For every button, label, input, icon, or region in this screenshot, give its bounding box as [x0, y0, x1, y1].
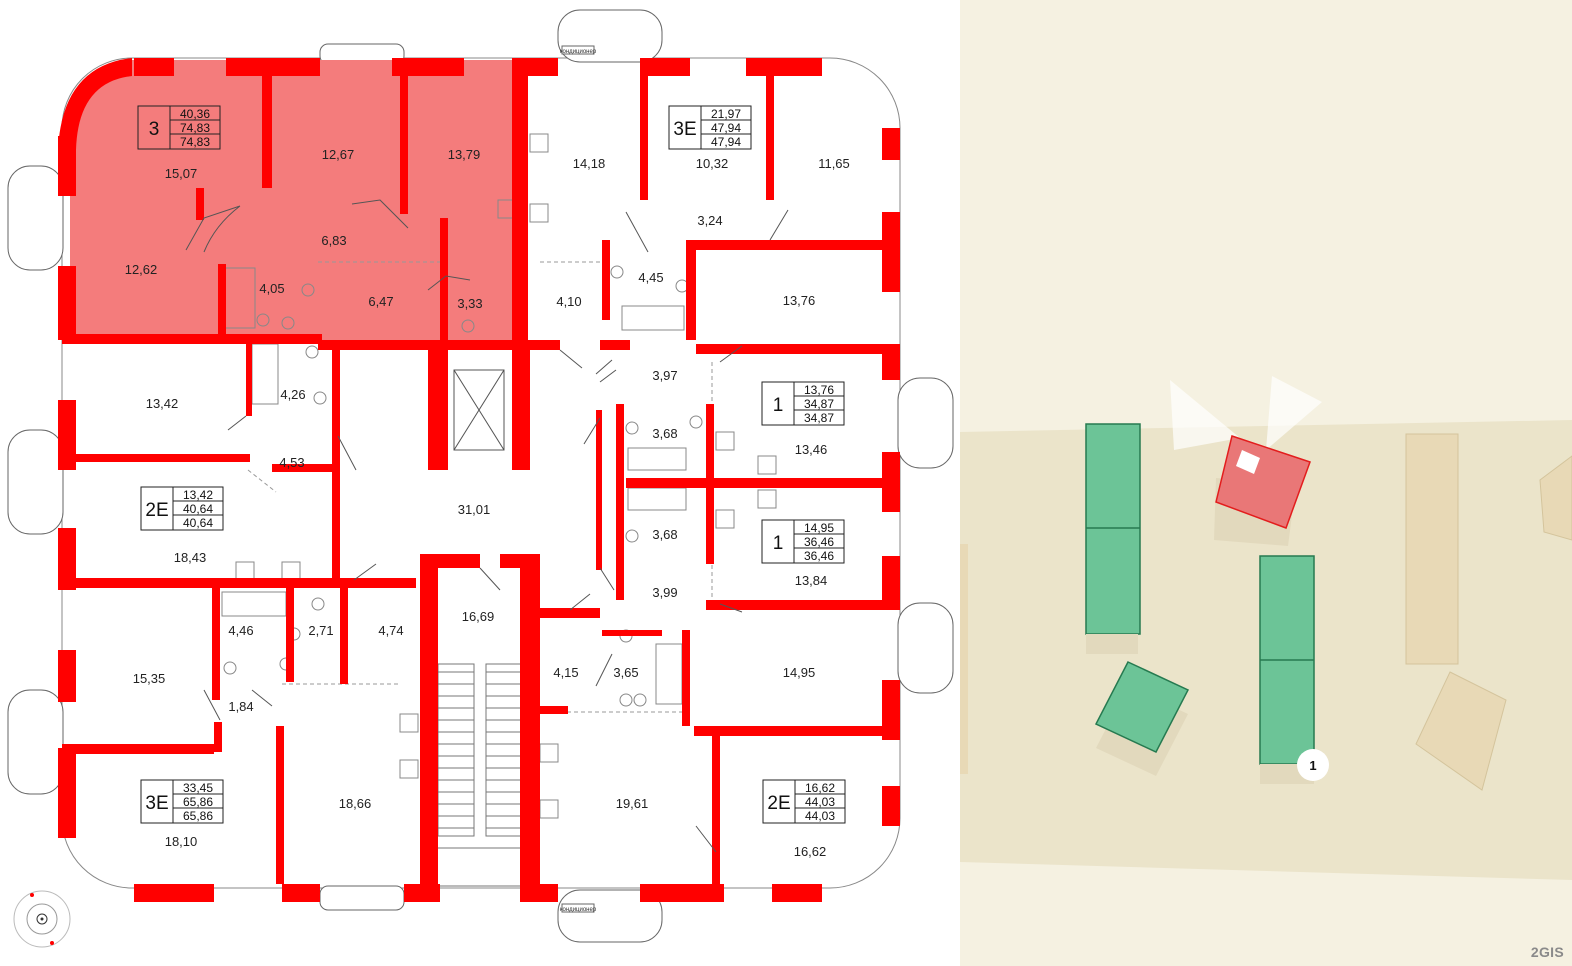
apartment-tag-2[interactable]: 1 13,76 34,87 34,87	[761, 381, 845, 426]
total-area: 47,94	[711, 121, 741, 135]
total-area: 44,03	[805, 795, 835, 809]
room-area: 16,62	[794, 844, 827, 859]
ac-units: кондиционер кондиционер	[560, 45, 597, 913]
room-area: 6,83	[321, 233, 346, 248]
room-area: 4,53	[279, 455, 304, 470]
total-area-with-balcony: 65,86	[183, 809, 213, 823]
room-area: 18,10	[165, 834, 198, 849]
room-area: 18,66	[339, 796, 372, 811]
compass-icon[interactable]	[13, 890, 71, 948]
room-area: 3,24	[697, 213, 722, 228]
room-area: 13,84	[795, 573, 828, 588]
living-area: 13,42	[183, 488, 213, 502]
apartment-tag-3[interactable]: 2Е 13,42 40,64 40,64	[140, 486, 224, 531]
building-badge-label: 1	[1309, 758, 1316, 773]
apartment-type: 3	[149, 119, 160, 140]
living-area: 40,36	[180, 107, 210, 121]
apartment-type: 3Е	[673, 119, 696, 140]
green-building-b	[1259, 555, 1315, 784]
apartment-tag-1[interactable]: 3Е 21,97 47,94 47,94	[668, 105, 752, 150]
room-area: 12,62	[125, 262, 158, 277]
room-area: 4,10	[556, 294, 581, 309]
room-area: 2,71	[308, 623, 333, 638]
total-area: 65,86	[183, 795, 213, 809]
living-area: 14,95	[804, 521, 834, 535]
living-area: 21,97	[711, 107, 741, 121]
room-area: 4,15	[553, 665, 578, 680]
room-area: 13,46	[795, 442, 828, 457]
apartment-type: 2Е	[767, 793, 790, 814]
room-area: 4,46	[228, 623, 253, 638]
total-area: 74,83	[180, 121, 210, 135]
doors	[185, 199, 789, 853]
total-area-with-balcony: 44,03	[805, 809, 835, 823]
living-area: 16,62	[805, 781, 835, 795]
apartment-selected-area[interactable]	[70, 60, 524, 344]
room-area: 11,65	[818, 156, 850, 171]
room-area: 15,35	[133, 671, 166, 686]
room-area: 3,33	[457, 296, 482, 311]
room-area: 13,76	[783, 293, 816, 308]
apartment-type: 1	[773, 533, 784, 554]
total-area-with-balcony: 40,64	[183, 516, 213, 530]
total-area-with-balcony: 74,83	[180, 135, 210, 149]
apartment-type: 3Е	[145, 793, 168, 814]
room-labels: 15,07 12,67 13,79 14,18 10,32 11,65 3,24…	[125, 147, 850, 859]
apartment-tag-6[interactable]: 2Е 16,62 44,03 44,03	[762, 779, 846, 824]
room-area: 1,84	[228, 699, 253, 714]
room-area: 19,61	[616, 796, 649, 811]
room-area: 3,68	[652, 426, 677, 441]
floor-plan: кондиционер кондиционер 15,07 12,67 13,7…	[7, 9, 954, 948]
ac-label-top: кондиционер	[560, 49, 597, 55]
total-area-with-balcony: 34,87	[804, 411, 834, 425]
balconies	[7, 9, 954, 943]
ac-label-bottom: кондиционер	[560, 907, 597, 913]
neutral-building-c	[1539, 455, 1572, 541]
site-map[interactable]: 1	[960, 0, 1572, 966]
total-area: 40,64	[183, 502, 213, 516]
apartment-type: 2Е	[145, 500, 168, 521]
apartment-tag-0[interactable]: 3 40,36 74,83 74,83	[137, 105, 221, 150]
elevator	[453, 369, 505, 451]
green-building-a	[1085, 423, 1141, 654]
room-area: 16,69	[462, 609, 495, 624]
room-area: 18,43	[174, 550, 207, 565]
room-area: 15,07	[165, 166, 198, 181]
apartment-tag-4[interactable]: 1 14,95 36,46 36,46	[761, 519, 845, 564]
neighbor-building	[960, 544, 968, 774]
apartment-tag-5[interactable]: 3Е 33,45 65,86 65,86	[140, 779, 224, 824]
room-area: 4,26	[280, 387, 305, 402]
room-area: 13,42	[146, 396, 179, 411]
building-badge[interactable]: 1	[1297, 749, 1329, 781]
room-area: 14,95	[783, 665, 816, 680]
room-area: 6,47	[368, 294, 393, 309]
neutral-building-a	[1405, 433, 1459, 665]
total-area-with-balcony: 36,46	[804, 549, 834, 563]
total-area: 34,87	[804, 397, 834, 411]
room-area: 31,01	[458, 502, 491, 517]
room-area: 4,05	[259, 281, 284, 296]
room-area: 3,99	[652, 585, 677, 600]
living-area: 33,45	[183, 781, 213, 795]
apartment-type: 1	[773, 395, 784, 416]
room-area: 3,68	[652, 527, 677, 542]
room-area: 13,79	[448, 147, 481, 162]
green-building-c	[1094, 661, 1190, 776]
room-area: 3,65	[613, 665, 638, 680]
room-area: 14,18	[573, 156, 606, 171]
neutral-building-b	[1415, 671, 1507, 791]
room-area: 4,45	[638, 270, 663, 285]
room-area: 3,97	[652, 368, 677, 383]
total-area-with-balcony: 47,94	[711, 135, 741, 149]
room-area: 12,67	[322, 147, 355, 162]
total-area: 36,46	[804, 535, 834, 549]
walls	[58, 58, 900, 902]
room-area: 4,74	[378, 623, 403, 638]
selected-building[interactable]	[1170, 376, 1322, 546]
living-area: 13,76	[804, 383, 834, 397]
room-area: 10,32	[696, 156, 729, 171]
brand-logo: 2GIS	[1530, 944, 1564, 960]
